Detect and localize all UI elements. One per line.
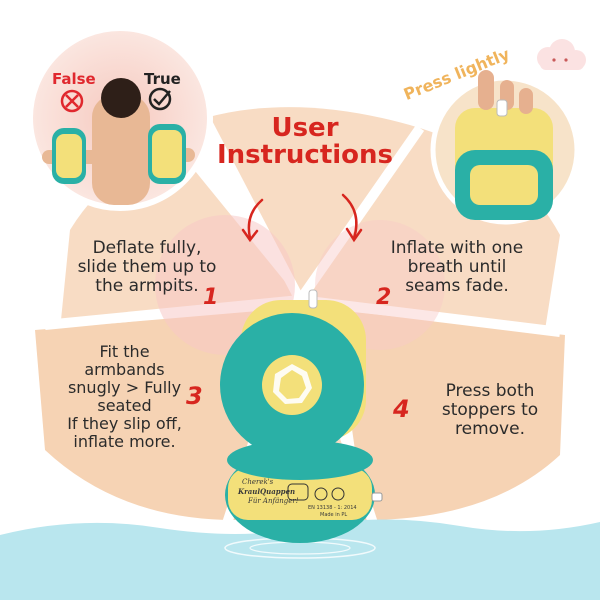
product-brand-line-3: Für Anfänger! (248, 497, 299, 505)
title-line-1: User (271, 113, 339, 143)
product-brand-line-2: KraulQuappen (238, 487, 296, 496)
step-3-number: 3 (186, 382, 203, 410)
petal-top (205, 107, 420, 300)
title-line-2: Instructions (216, 140, 394, 171)
step-2-line-2: breath until (407, 257, 507, 277)
step-4-line-1: Press both (445, 381, 535, 401)
step-3-line-4: seated (97, 396, 152, 415)
step-2-text: Inflate with one breath until seams fade… (362, 239, 552, 296)
step-3-line-2: armbands (84, 360, 165, 379)
step-1-line-1: Deflate fully, (92, 238, 202, 258)
step-2-number: 2 (376, 285, 392, 310)
product-made-in: Made in PL (320, 512, 348, 518)
false-cross-icon (60, 89, 84, 113)
step-4-text: Press both stoppers to remove. (415, 382, 565, 439)
press-lightly-photo (430, 70, 580, 225)
step-3-line-3: snugly > Fully (67, 378, 182, 397)
page-title: User Instructions (205, 113, 405, 171)
step-4-number: 4 (393, 395, 410, 423)
step-1-line-3: the armpits. (95, 276, 199, 296)
step-2-line-3: seams fade. (405, 276, 509, 296)
cloud-icon (537, 39, 586, 70)
true-check-icon (148, 87, 172, 111)
step-1-number: 1 (203, 285, 219, 310)
product-brand-line-1: Cherek's (242, 478, 274, 486)
step-2-line-1: Inflate with one (390, 238, 524, 258)
arrow-down-right-icon (341, 193, 363, 243)
petal-step4 (335, 310, 565, 520)
step-4-line-2: stoppers to (441, 400, 539, 420)
armband-fit-photo (27, 25, 213, 211)
product-norm: EN 13138 - 1: 2014 (308, 505, 357, 511)
step-4-line-3: remove. (455, 419, 525, 439)
step-1-line-2: slide them up to (77, 257, 217, 277)
false-label: False (52, 70, 96, 88)
step-1-text: Deflate fully, slide them up to the armp… (52, 239, 242, 296)
step-3-line-5: If they slip off, (67, 414, 182, 433)
step-3-line-1: Fit the (99, 342, 150, 361)
petal-step3 (35, 310, 270, 520)
true-label: True (144, 70, 181, 88)
step-3-line-6: inflate more. (73, 432, 176, 451)
armband-upper (220, 289, 366, 457)
valve-icon (496, 99, 508, 117)
step-3-text: Fit the armbands snugly > Fully seated I… (42, 343, 207, 451)
arrow-down-left-icon (241, 198, 264, 243)
water (0, 519, 600, 600)
